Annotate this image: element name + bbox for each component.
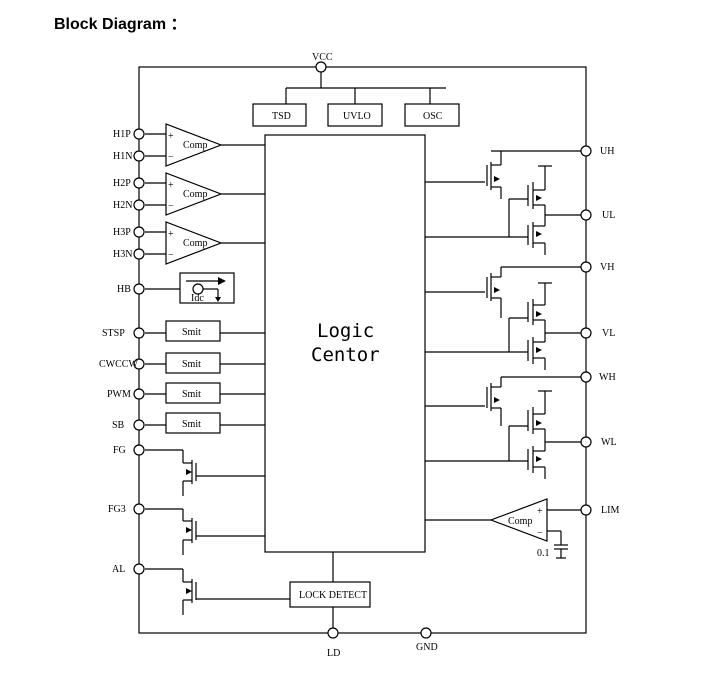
label-wl: WL xyxy=(601,437,617,448)
pin-ul xyxy=(580,209,592,221)
diagram-heading: Block Diagram ： xyxy=(54,16,187,33)
smit-buffer-cwccw: Smit xyxy=(145,352,265,374)
svg-text:−: − xyxy=(168,152,174,163)
svg-text:Smit: Smit xyxy=(182,359,201,370)
pin-vh xyxy=(580,261,592,273)
pin-h1p xyxy=(133,128,145,140)
svg-text:+: + xyxy=(168,180,174,191)
pin-wh xyxy=(580,371,592,383)
pin-hb xyxy=(133,283,145,295)
label-cwccw: CWCCW xyxy=(99,359,138,370)
hall-comparator-3: Comp + − xyxy=(145,221,265,265)
label-al: AL xyxy=(112,564,125,575)
lock-detect-block xyxy=(289,581,371,608)
pin-lim xyxy=(580,504,592,516)
current-limit-comparator: Comp + − 0.1 xyxy=(425,498,581,559)
svg-text:Comp: Comp xyxy=(508,516,532,527)
svg-text:+: + xyxy=(168,131,174,142)
svg-text:Comp: Comp xyxy=(183,238,207,249)
label-h1n: H1N xyxy=(113,151,132,162)
svg-text:Smit: Smit xyxy=(182,389,201,400)
hall-comparator-1: Comp + − xyxy=(145,123,265,167)
pin-stsp xyxy=(133,327,145,339)
pin-ld xyxy=(327,627,339,639)
smit-buffer-sb: Smit xyxy=(145,412,265,434)
svg-text:+: + xyxy=(537,506,543,517)
pin-wl xyxy=(580,436,592,448)
pin-gnd xyxy=(420,627,432,639)
logic-core-line2: Centor xyxy=(311,344,380,366)
label-stsp: STSP xyxy=(102,328,125,339)
pin-al xyxy=(133,563,145,575)
label-sb: SB xyxy=(112,420,125,431)
label-hb: HB xyxy=(117,284,131,295)
svg-text:Smit: Smit xyxy=(182,327,201,338)
pin-h2p xyxy=(133,177,145,189)
svg-text:+: + xyxy=(168,229,174,240)
chip-outline xyxy=(138,66,587,634)
svg-text:−: − xyxy=(168,250,174,261)
pin-h3n xyxy=(133,248,145,260)
svg-text:Comp: Comp xyxy=(183,140,207,151)
w-phase-driver xyxy=(425,376,581,479)
pin-fg3 xyxy=(133,503,145,515)
label-wh: WH xyxy=(599,372,616,383)
osc-label: OSC xyxy=(423,111,443,122)
logic-core-line1: Logic xyxy=(317,320,374,342)
fg3-transistor xyxy=(145,508,265,555)
lock-detect-label: LOCK DETECT xyxy=(299,590,367,601)
label-gnd: GND xyxy=(416,642,438,653)
pin-pwm xyxy=(133,388,145,400)
pin-h3p xyxy=(133,226,145,238)
smit-buffer-stsp: Smit xyxy=(145,320,265,342)
label-pwm: PWM xyxy=(107,389,131,400)
svg-text:−: − xyxy=(168,201,174,212)
pin-sb xyxy=(133,419,145,431)
label-h3n: H3N xyxy=(113,249,132,260)
label-ul: UL xyxy=(602,210,615,221)
u-phase-driver xyxy=(425,150,581,255)
label-vcc: VCC xyxy=(312,52,333,63)
pin-h1n xyxy=(133,150,145,162)
tsd-label: TSD xyxy=(272,111,291,122)
v-phase-driver xyxy=(425,266,581,370)
al-transistor xyxy=(145,568,290,615)
label-h1p: H1P xyxy=(113,129,131,140)
reference-voltage-label: 0.1 xyxy=(537,548,550,559)
pin-vl xyxy=(580,327,592,339)
label-fg: FG xyxy=(113,445,126,456)
fg-transistor xyxy=(145,449,265,496)
tsd-block xyxy=(252,103,307,127)
label-uh: UH xyxy=(600,146,614,157)
pin-uh xyxy=(580,145,592,157)
svg-text:−: − xyxy=(537,528,543,539)
label-fg3: FG3 xyxy=(108,504,126,515)
label-lim: LIM xyxy=(601,505,619,516)
uvlo-block xyxy=(327,103,383,127)
pin-cwccw xyxy=(133,358,145,370)
label-h3p: H3P xyxy=(113,227,131,238)
svg-text:Idc: Idc xyxy=(191,293,204,304)
smit-buffer-pwm: Smit xyxy=(145,382,265,404)
svg-text:Smit: Smit xyxy=(182,419,201,430)
label-ld: LD xyxy=(327,648,340,659)
hall-comparator-2: Comp + − xyxy=(145,172,265,216)
label-h2p: H2P xyxy=(113,178,131,189)
label-vh: VH xyxy=(600,262,614,273)
logic-core xyxy=(264,134,426,553)
pin-fg xyxy=(133,444,145,456)
hall-bias-block: Idc xyxy=(145,272,235,304)
label-h2n: H2N xyxy=(113,200,132,211)
pin-vcc xyxy=(315,61,327,73)
uvlo-label: UVLO xyxy=(343,111,371,122)
label-vl: VL xyxy=(602,328,615,339)
pin-h2n xyxy=(133,199,145,211)
svg-text:Comp: Comp xyxy=(183,189,207,200)
osc-block xyxy=(404,103,460,127)
